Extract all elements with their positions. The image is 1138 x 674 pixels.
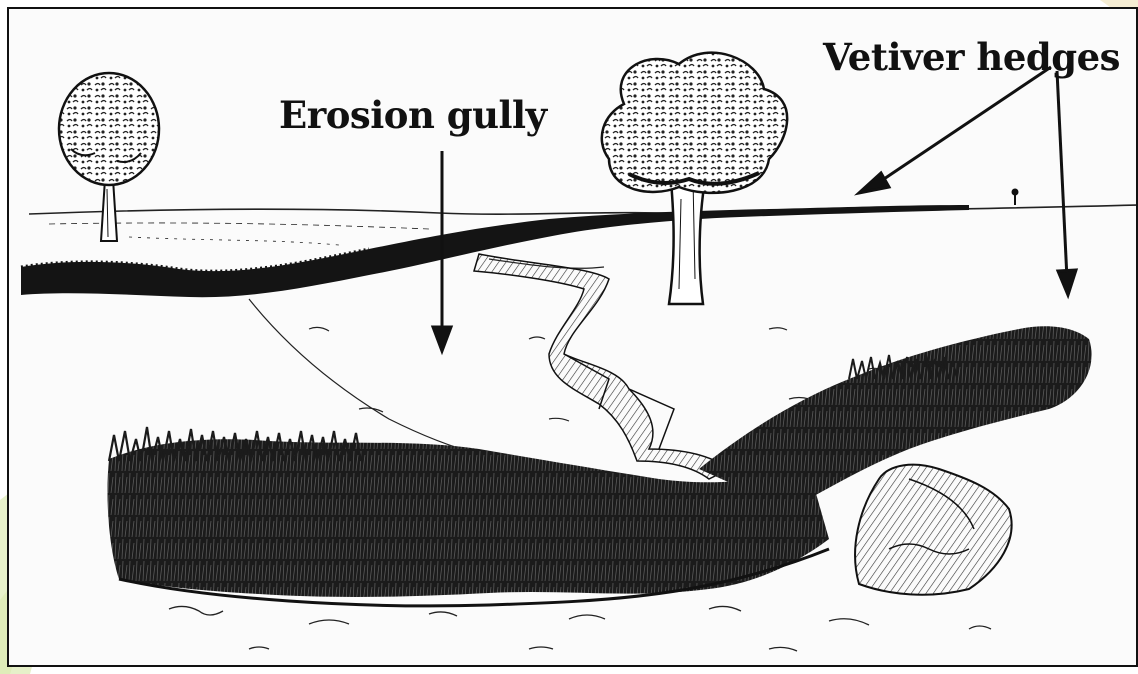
erosion-gully-label: Erosion gully: [279, 97, 547, 134]
left-tree: [59, 73, 159, 241]
center-tree: [602, 53, 787, 304]
foreground-ground-marks: [169, 606, 991, 651]
gully-exposed-bank: [855, 465, 1012, 595]
distant-figure: [1012, 189, 1018, 205]
vetiver-arrow-to-far-hedge: [859, 67, 1051, 193]
erosion-gully-vetiver-illustration: [9, 9, 1138, 667]
far-vetiver-hedge: [21, 205, 969, 297]
illustration-frame: Erosion gully Vetiver hedges: [7, 7, 1138, 667]
vetiver-arrow-to-right-hedge: [1057, 71, 1076, 295]
vetiver-hedges-label: Vetiver hedges: [823, 39, 1120, 76]
